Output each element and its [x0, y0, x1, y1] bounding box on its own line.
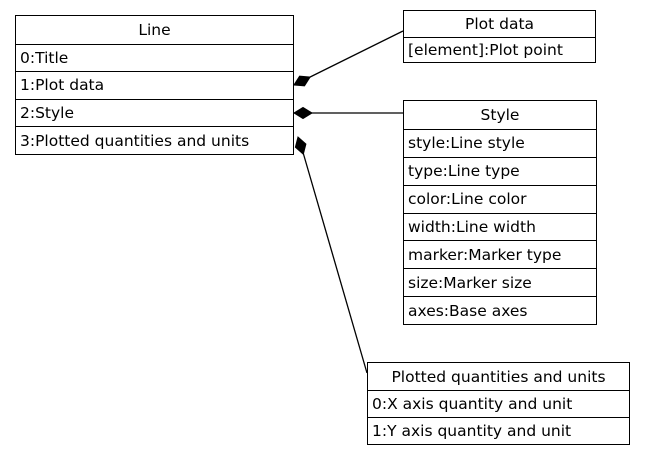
class-box-plotted-quantities-title: Plotted quantities and units: [391, 367, 606, 386]
class-box-plotted-quantities: Plotted quantities and units 0:X axis qu…: [367, 362, 630, 445]
edge-line-to-plot-data: [293, 30, 404, 86]
class-box-plotted-quantities-row-y-axis: 1:Y axis quantity and unit: [368, 417, 629, 444]
class-box-style-row-style: style:Line style: [404, 128, 596, 157]
class-box-line-row-title: 0:Title: [16, 43, 293, 72]
class-box-line-row-style: 2:Style: [16, 98, 293, 127]
class-box-plot-data: Plot data [element]:Plot point: [403, 10, 596, 63]
class-box-line-title: Line: [138, 20, 171, 39]
class-box-style-row-marker: marker:Marker type: [404, 240, 596, 268]
class-box-style-title: Style: [480, 105, 520, 124]
class-box-style-row-size: size:Marker size: [404, 268, 596, 296]
class-box-line-row-plotted-quantities: 3:Plotted quantities and units: [16, 126, 293, 154]
class-box-style-row-axes: axes:Base axes: [404, 296, 596, 324]
class-box-plot-data-row-element: [element]:Plot point: [404, 36, 595, 63]
class-box-style: Style style:Line style type:Line type co…: [403, 100, 597, 325]
class-box-line-row-plot-data: 1:Plot data: [16, 71, 293, 99]
class-box-style-row-width: width:Line width: [404, 212, 596, 241]
composition-diamond-plotted-icon: [294, 136, 307, 156]
class-box-style-row-color: color:Line color: [404, 184, 596, 213]
class-box-style-row-type: type:Line type: [404, 156, 596, 185]
class-box-plotted-quantities-row-x-axis: 0:X axis quantity and unit: [368, 390, 629, 417]
class-box-line: Line 0:Title 1:Plot data 2:Style 3:Plott…: [15, 15, 294, 155]
composition-diamond-plot-data-icon: [293, 75, 311, 87]
edge-line-to-plotted: [299, 141, 368, 374]
class-box-plot-data-title: Plot data: [464, 14, 535, 33]
composition-diamond-style-icon: [293, 106, 313, 120]
